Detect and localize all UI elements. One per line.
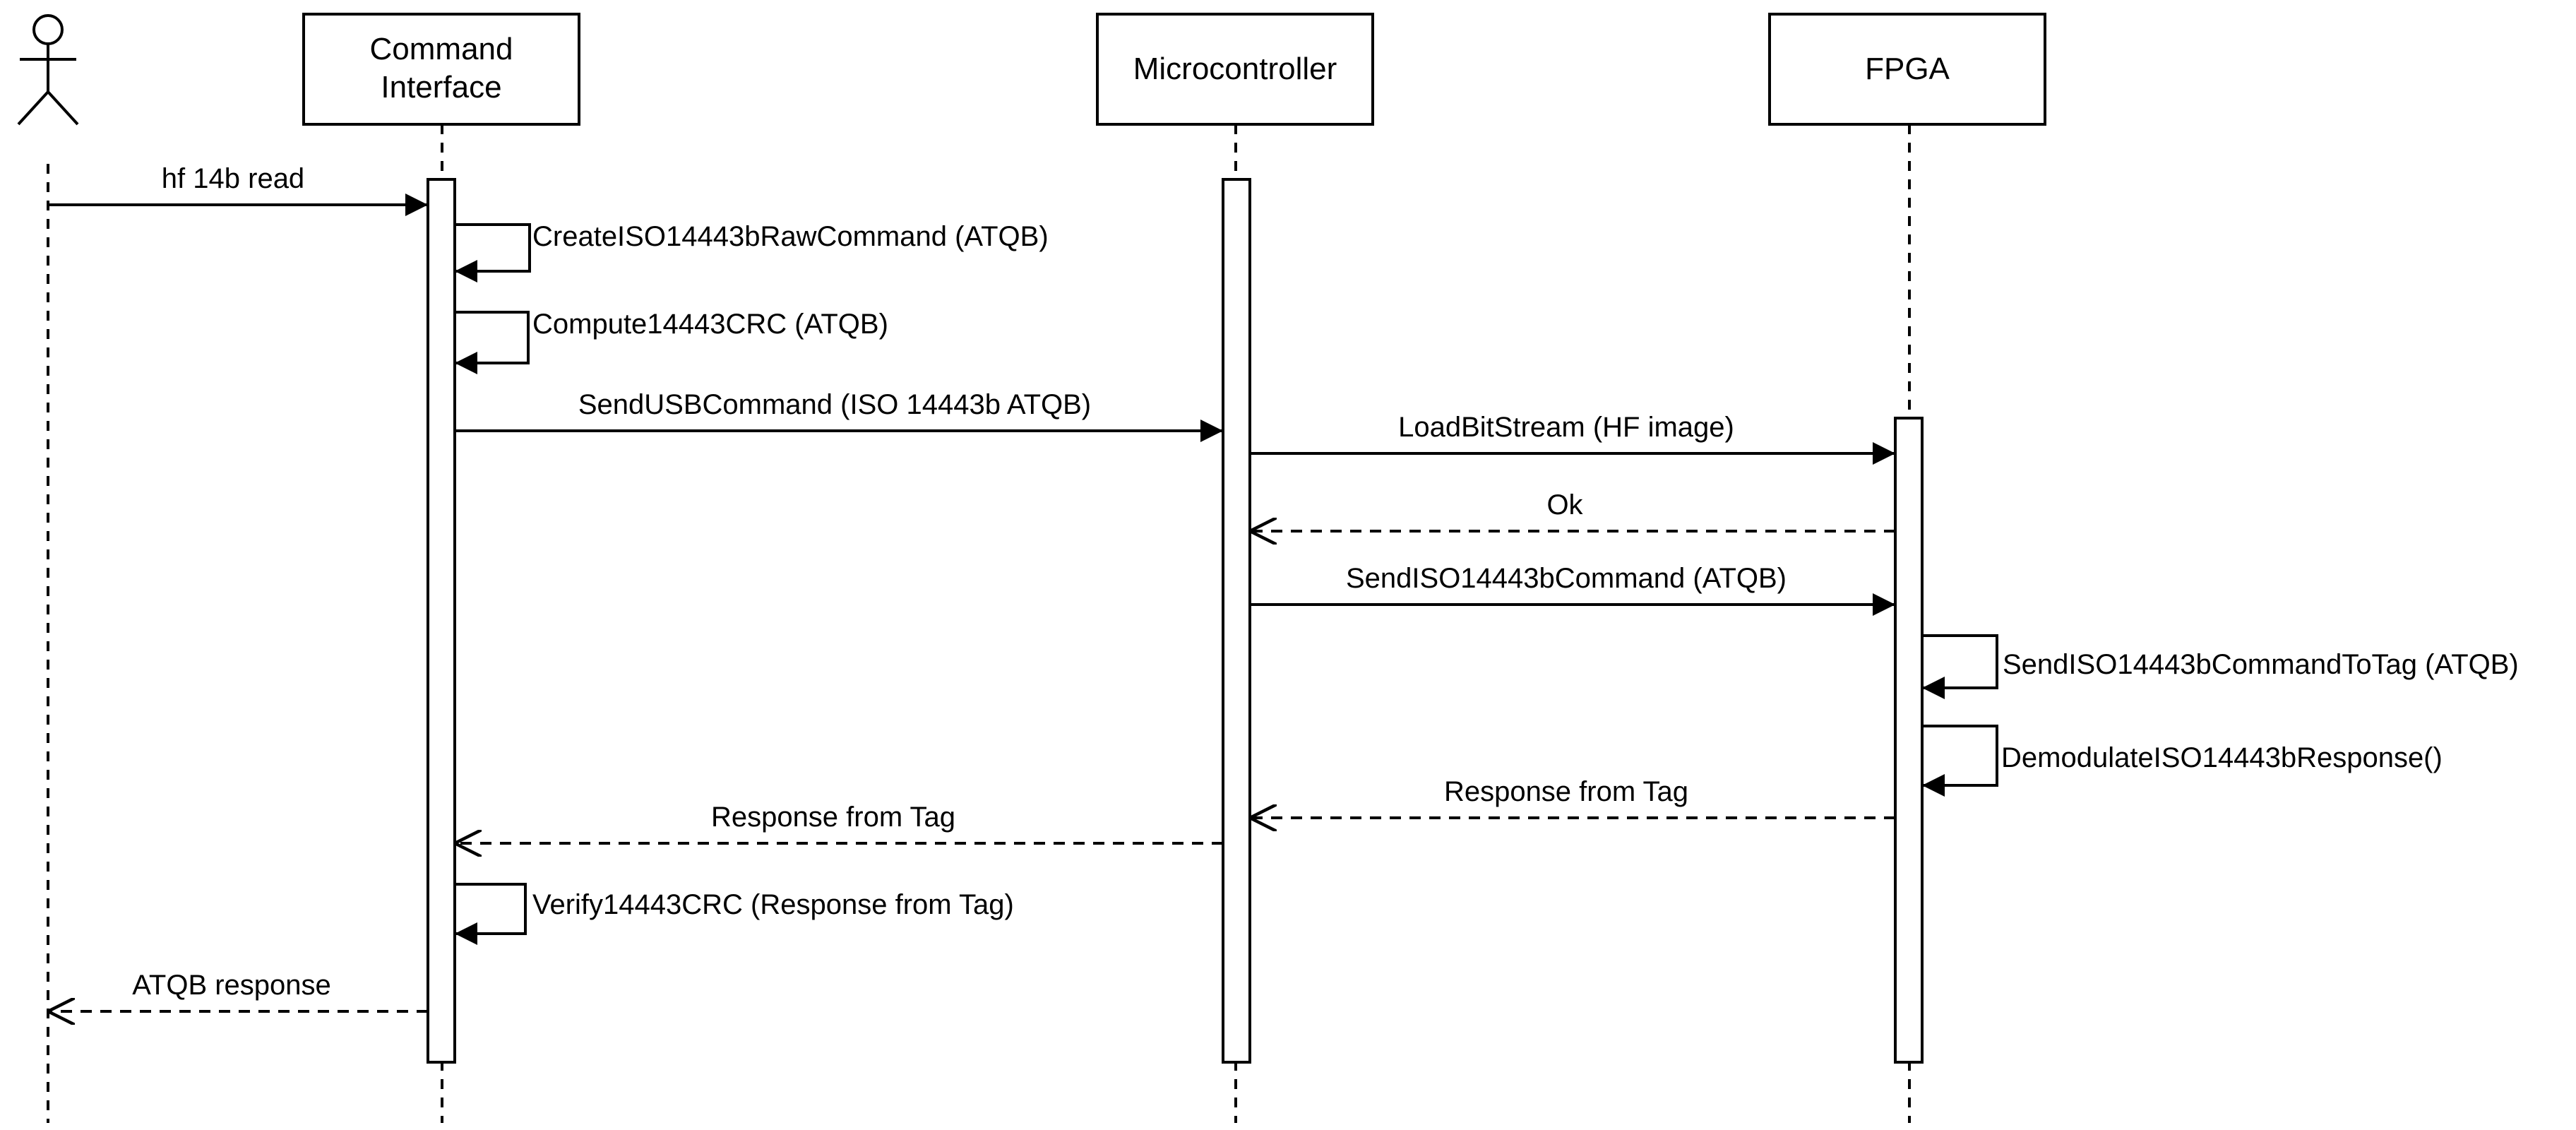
activation-bar-fpga — [1894, 417, 1924, 1064]
message-label: Ok — [1546, 489, 1583, 521]
participant-box — [1768, 13, 2046, 126]
message-labels: hf 14b read CreateISO14443bRawCommand (A… — [132, 163, 2519, 1001]
activation-bar-command-interface — [427, 178, 456, 1064]
message-label: SendISO14443bCommandToTag (ATQB) — [2003, 649, 2519, 680]
participant-fpga: FPGA — [1768, 13, 2046, 126]
self-message-arrow — [455, 883, 527, 945]
participant-label-line2: Interface — [381, 70, 501, 105]
message-label: ATQB response — [132, 970, 331, 1001]
message-label: LoadBitStream (HF image) — [1398, 412, 1734, 443]
actor-right-leg — [47, 90, 79, 126]
activation-bar-microcontroller — [1222, 178, 1251, 1064]
participant-label-line1: Command — [370, 32, 513, 66]
self-message-arrow — [1922, 634, 1998, 699]
participant-label: Microcontroller — [1133, 52, 1337, 86]
message-label: Response from Tag — [1444, 776, 1688, 807]
actor-head — [32, 14, 64, 45]
self-message-arrow — [455, 223, 531, 282]
participant-command-interface: Command Interface — [302, 13, 580, 126]
activation-bars — [427, 178, 1924, 1064]
self-message-arrow — [1922, 725, 1998, 797]
message-label: DemodulateISO14443bResponse() — [2001, 742, 2443, 773]
message-label: CreateISO14443bRawCommand (ATQB) — [532, 221, 1049, 252]
message-label: SendISO14443bCommand (ATQB) — [1346, 563, 1787, 594]
message-label: SendUSBCommand (ISO 14443b ATQB) — [578, 389, 1091, 420]
participant-box — [1096, 13, 1374, 126]
self-message-arrow — [455, 311, 530, 374]
actor-user — [17, 14, 79, 126]
message-label: hf 14b read — [162, 163, 304, 194]
message-label: Response from Tag — [711, 802, 955, 833]
actor-left-leg — [17, 90, 49, 126]
participant-label: FPGA — [1865, 52, 1950, 86]
participant-microcontroller: Microcontroller — [1096, 13, 1374, 126]
participant-box — [302, 13, 580, 126]
message-label: Compute14443CRC (ATQB) — [532, 309, 888, 340]
message-label: Verify14443CRC (Response from Tag) — [532, 889, 1014, 920]
messages — [48, 194, 1998, 1011]
